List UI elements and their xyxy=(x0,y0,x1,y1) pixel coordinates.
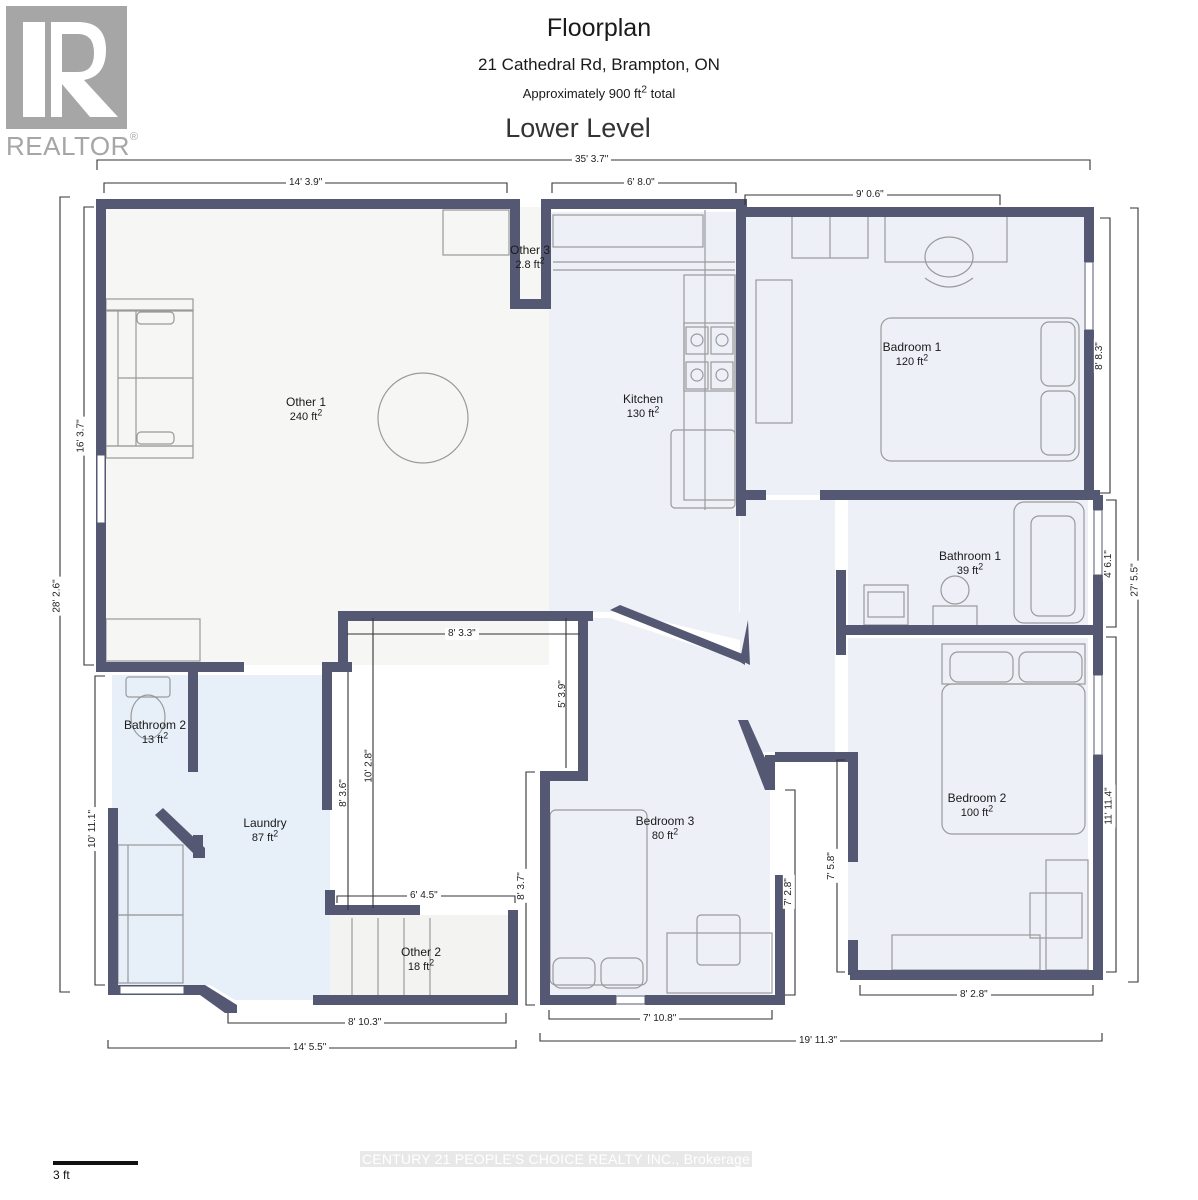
realtor-wordmark: REALTOR® xyxy=(6,131,139,161)
walls xyxy=(96,199,1103,1013)
dim-left-other1: 16' 3.7" xyxy=(75,416,88,456)
property-address: 21 Cathedral Rd, Brampton, ON xyxy=(478,55,720,74)
dim-inner-height: 10' 2.8" xyxy=(363,749,375,783)
dim-left-laundry: 10' 11.1" xyxy=(87,806,100,852)
room-fills xyxy=(104,207,1088,1000)
dim-top-kitchen: 6' 8.0" xyxy=(624,177,658,189)
dim-bottom-bedroom2: 8' 2.8" xyxy=(957,989,991,1001)
scale-label: 3 ft xyxy=(53,1168,70,1182)
dim-bottom-bedroom3: 7' 10.8" xyxy=(640,1013,680,1025)
dim-laundry-right: 8' 3.6" xyxy=(337,779,349,807)
dim-right-bedroom1: 8' 8.3" xyxy=(1093,339,1106,373)
dim-right-bedroom2: 11' 11.4" xyxy=(1103,784,1116,828)
page-title: Floorplan xyxy=(546,14,652,42)
dim-bedroom2-left: 7' 5.8" xyxy=(825,849,838,883)
windows xyxy=(96,261,1103,1005)
dim-top-other1: 14' 3.9" xyxy=(286,177,326,189)
dim-bedroom3-left: 8' 3.7" xyxy=(515,869,528,903)
dim-bedroom3-right: 7' 2.8" xyxy=(782,875,795,909)
dim-left-total: 28' 2.6" xyxy=(51,576,64,616)
dim-inner-right: 5' 3.9" xyxy=(556,680,568,708)
level-title: Lower Level xyxy=(505,113,651,143)
dim-right-bathroom1: 4' 6.1" xyxy=(1102,547,1115,581)
dim-top-total: 35' 3.7" xyxy=(572,154,612,166)
scale-bar xyxy=(53,1161,138,1165)
dim-bottom-left-total: 14' 5.5" xyxy=(290,1042,330,1054)
dim-top-bedroom1: 9' 0.6" xyxy=(853,189,887,201)
total-area: Approximately 900 ft2 total xyxy=(522,84,676,101)
brokerage-watermark: CENTURY 21 PEOPLE'S CHOICE REALTY INC., … xyxy=(360,1151,753,1167)
realtor-logo-icon xyxy=(6,6,127,129)
dim-other2-top: 6' 4.5" xyxy=(407,890,441,902)
dim-inner-width: 8' 3.3" xyxy=(445,628,479,640)
furniture xyxy=(105,209,1089,998)
dim-right-total: 27' 5.5" xyxy=(1129,560,1142,600)
dim-bottom-laundry: 8' 10.3" xyxy=(345,1017,385,1029)
dim-bottom-right-total: 19' 11.3" xyxy=(796,1035,841,1047)
